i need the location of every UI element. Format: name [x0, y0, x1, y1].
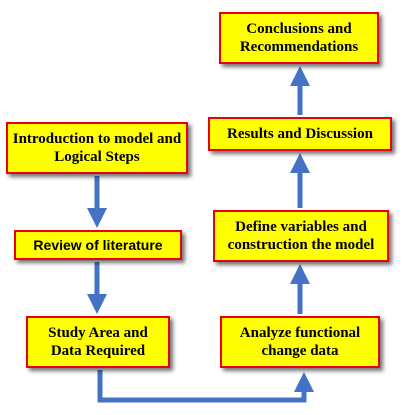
box-conclusions-label: Conclusions and Recommendations — [239, 21, 359, 55]
box-introduction-label: Introduction to model and Logical Steps — [12, 131, 182, 165]
box-analyze-functional-change: Analyze functional change data — [220, 316, 380, 368]
box-define-variables-label: Define variables and construction the mo… — [227, 219, 375, 253]
box-analyze-functional-change-label: Analyze functional change data — [239, 325, 361, 359]
box-review-of-literature: Review of literature — [14, 230, 182, 260]
box-conclusions: Conclusions and Recommendations — [219, 12, 379, 64]
box-study-area-label: Study Area and Data Required — [48, 325, 148, 359]
box-introduction: Introduction to model and Logical Steps — [6, 122, 188, 174]
box-study-area: Study Area and Data Required — [26, 316, 170, 368]
arrow-study-to-analyze — [97, 370, 314, 403]
box-results-and-discussion-label: Results and Discussion — [227, 126, 373, 142]
box-define-variables: Define variables and construction the mo… — [213, 210, 389, 262]
box-review-of-literature-label: Review of literature — [33, 236, 163, 253]
box-results-and-discussion: Results and Discussion — [208, 117, 392, 151]
